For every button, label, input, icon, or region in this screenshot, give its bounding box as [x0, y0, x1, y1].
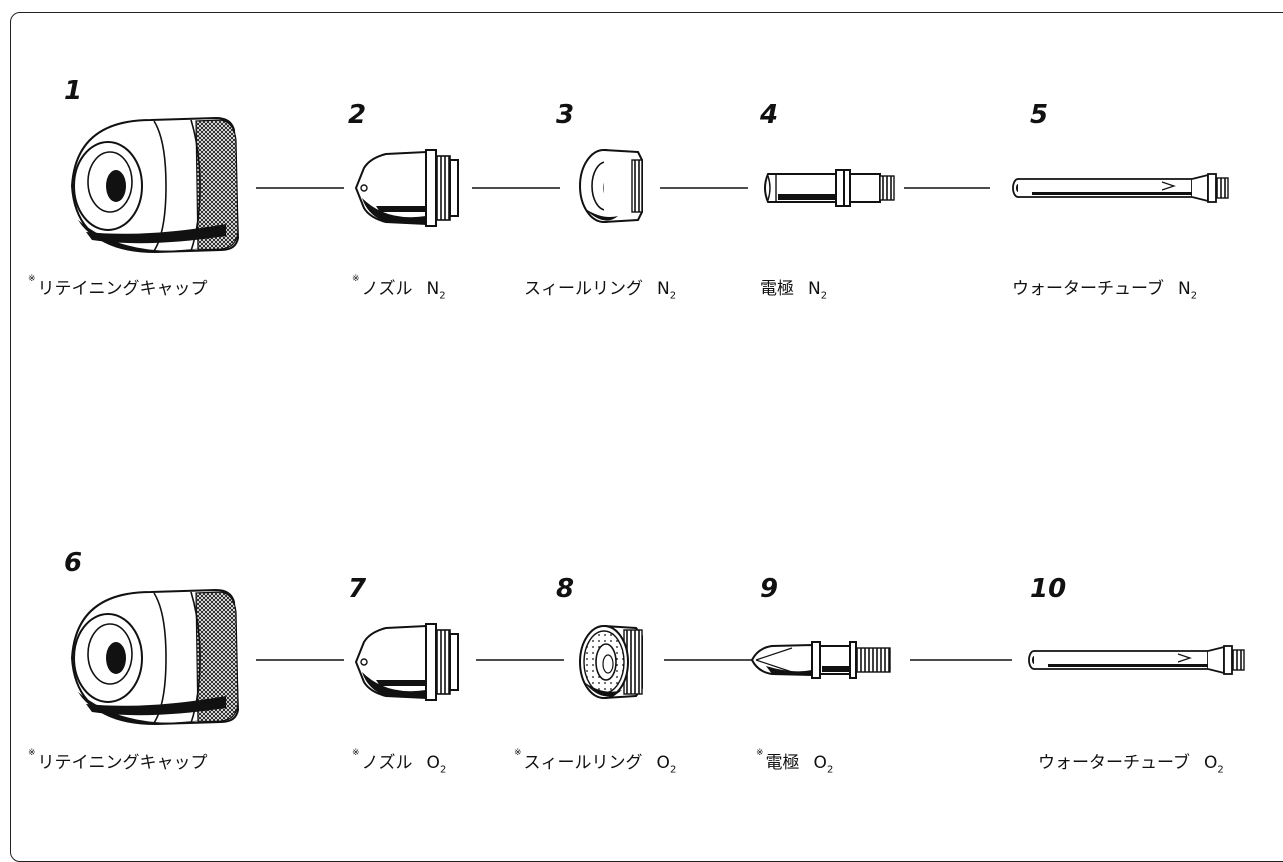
asterisk-mark: ※	[514, 748, 522, 758]
nozzle-n2-part	[355, 149, 459, 227]
part-number-6: 6	[64, 548, 83, 578]
part-number-3: 3	[556, 100, 575, 130]
caption-name: ノズル	[361, 279, 413, 299]
part-number-4: 4	[760, 100, 779, 130]
part-number-8: 8	[556, 574, 575, 604]
caption-electrode-o2: ※電極 O2	[756, 748, 833, 775]
gas-symbol: O2	[426, 753, 447, 776]
caption-name: 電極	[760, 279, 794, 299]
seal-ring-n2-part	[579, 149, 643, 223]
water-tube-o2-part	[1028, 645, 1245, 675]
caption-nozzle-n2: ※ノズル N2	[352, 274, 446, 301]
gas-symbol: N2	[1177, 279, 1198, 302]
caption-retaining-cap-1: ※リテイニングキャップ	[28, 274, 208, 299]
gas-symbol: O2	[813, 753, 834, 776]
seal-ring-o2-part	[579, 625, 643, 699]
part-number-1: 1	[64, 76, 83, 106]
asterisk-mark: ※	[756, 748, 764, 758]
caption-nozzle-o2: ※ノズル O2	[352, 748, 446, 775]
asterisk-mark: ※	[28, 748, 36, 758]
caption-retaining-cap-6: ※リテイニングキャップ	[28, 748, 208, 773]
electrode-o2-part	[751, 641, 891, 679]
parts-illustration	[71, 117, 1245, 725]
caption-name: 電極	[765, 753, 800, 773]
part-number-9: 9	[760, 574, 779, 604]
caption-water-tube-n2: ウォーターチューブ N2	[1012, 274, 1197, 301]
electrode-n2-part	[764, 169, 895, 207]
part-number-5: 5	[1030, 100, 1049, 130]
gas-symbol: N2	[808, 279, 828, 302]
gas-symbol: N2	[426, 279, 446, 302]
caption-name: ノズル	[361, 753, 413, 773]
caption-seal-ring-n2: スィールリング N2	[524, 274, 676, 301]
part-number-7: 7	[348, 574, 367, 604]
caption-name: ウォーターチューブ	[1038, 753, 1190, 773]
gas-symbol: N2	[657, 279, 677, 302]
part-number-10: 10	[1030, 574, 1067, 604]
gas-symbol: O2	[656, 753, 677, 776]
asterisk-mark: ※	[28, 274, 36, 284]
nozzle-o2-part	[355, 623, 459, 701]
retaining-cap-1-part	[71, 117, 239, 253]
caption-name: ウォーターチューブ	[1012, 279, 1164, 299]
gas-symbol: O2	[1203, 753, 1224, 776]
water-tube-n2-part	[1012, 173, 1229, 203]
asterisk-mark: ※	[352, 748, 360, 758]
part-number-2: 2	[348, 100, 367, 130]
caption-name: リテイニングキャップ	[37, 753, 208, 773]
asterisk-mark: ※	[352, 274, 360, 284]
caption-electrode-n2: 電極 N2	[760, 274, 827, 301]
caption-name: リテイニングキャップ	[37, 279, 208, 299]
caption-water-tube-o2: ウォーターチューブ O2	[1038, 748, 1224, 775]
caption-name: スィールリング	[524, 279, 643, 299]
caption-name: スィールリング	[523, 753, 643, 773]
caption-seal-ring-o2: ※スィールリング O2	[514, 748, 676, 775]
retaining-cap-6-part	[71, 589, 239, 725]
